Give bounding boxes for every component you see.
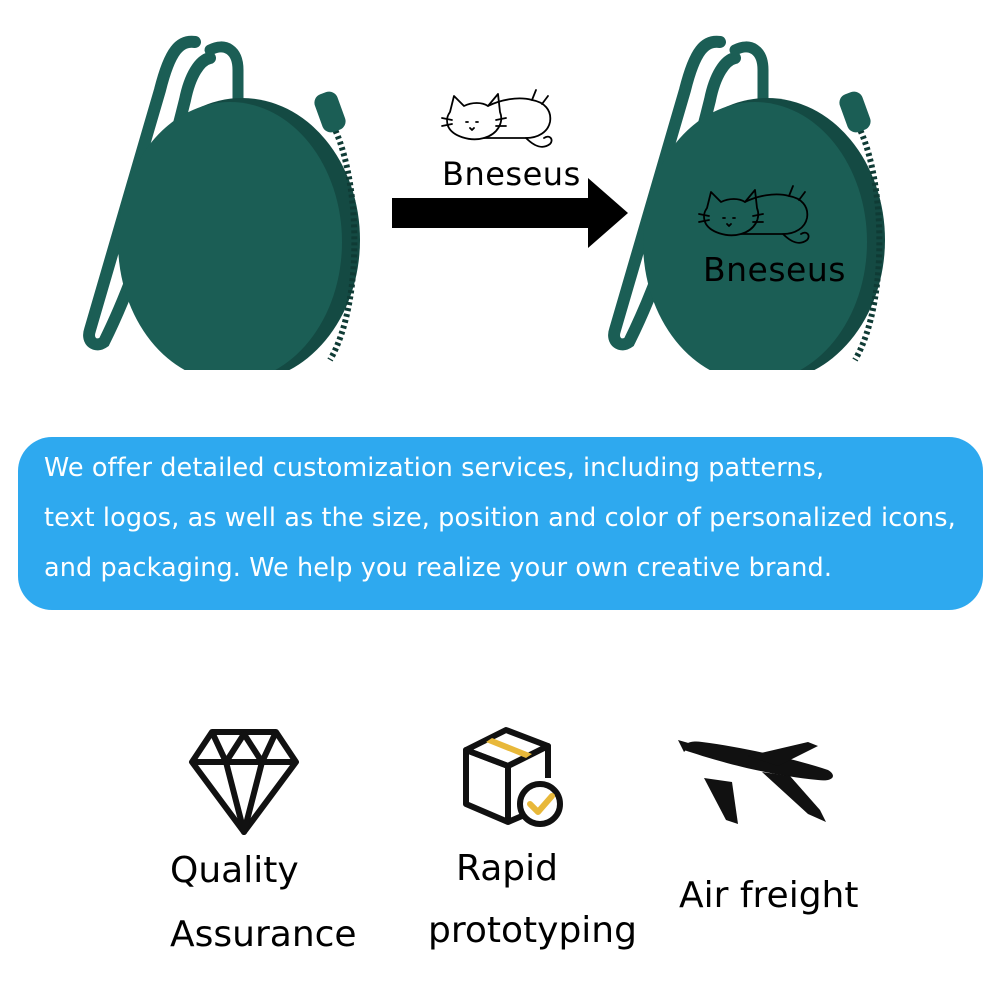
banner-line-2: text logos, as well as the size, positio… (44, 503, 956, 533)
feature-label-air-freight: Air freight (679, 875, 859, 916)
feature-label-assurance: Assurance (170, 914, 357, 955)
diamond-icon (189, 729, 299, 835)
banner-line-1: We offer detailed customization services… (44, 453, 825, 483)
feature-label-prototyping: prototyping (428, 910, 637, 951)
brand-label-left: Bneseus (442, 155, 581, 193)
customization-banner: We offer detailed customization services… (18, 437, 983, 610)
airplane-icon (678, 740, 833, 824)
plain-coin-pouch (83, 35, 360, 370)
feature-label-rapid: Rapid (456, 848, 558, 889)
feature-label-quality: Quality (170, 850, 299, 891)
arrow-right-icon (392, 178, 628, 248)
custom-coin-pouch (608, 35, 885, 370)
banner-line-3: and packaging. We help you realize your … (44, 553, 833, 583)
cat-line-drawing (441, 89, 553, 148)
box-check-icon (463, 727, 563, 827)
brand-label-right: Bneseus (703, 250, 846, 289)
